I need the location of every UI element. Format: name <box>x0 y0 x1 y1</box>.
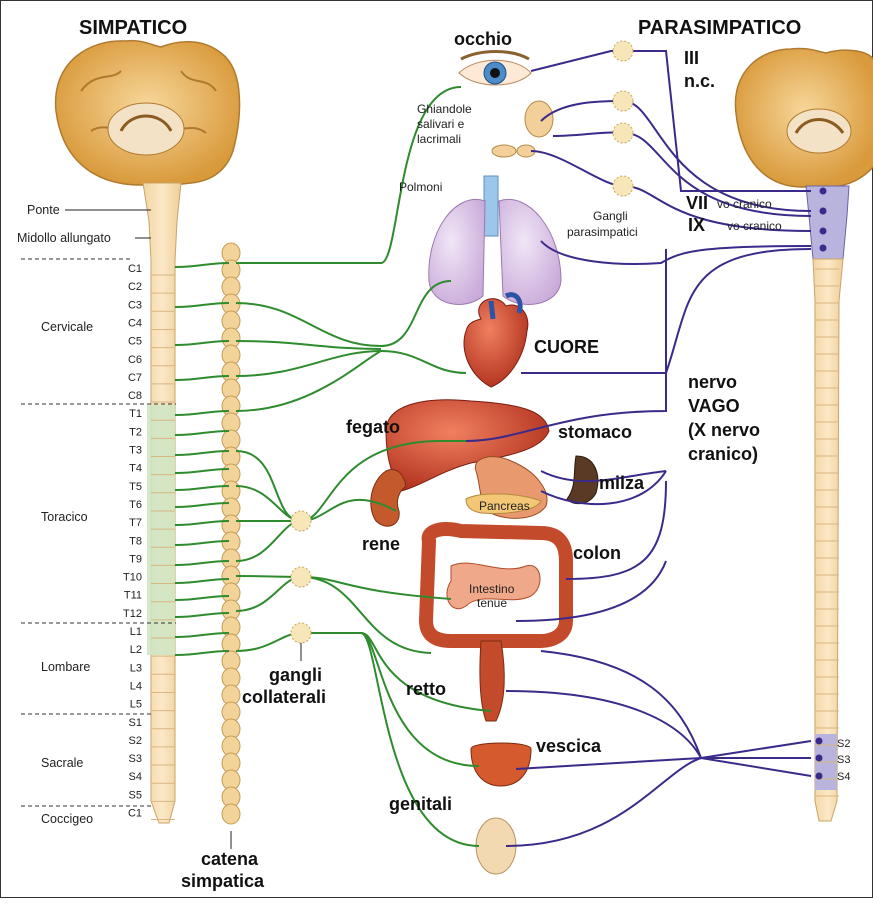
segment-labels: C1C2C3C4C5C6C7C8T1T2T3T4T5T6T7T8T9T10T11… <box>123 263 142 820</box>
bladder-icon <box>471 743 531 786</box>
sympathetic-chain <box>222 243 240 824</box>
right-sacral-s3: S3 <box>837 754 850 766</box>
region-lumbar: Lombare <box>41 660 90 674</box>
label-heart: CUORE <box>534 337 599 357</box>
segment-label: L1 <box>130 626 142 638</box>
segment-label: C4 <box>128 317 142 329</box>
region-cervical: Cervicale <box>41 320 93 334</box>
segment-label: C1 <box>128 808 142 820</box>
segment-label: S2 <box>129 735 142 747</box>
region-coccygeal: Coccigeo <box>41 812 93 826</box>
label-cn-vii: VII <box>686 193 708 213</box>
ganglion-node-superior-mesenteric <box>291 567 311 587</box>
label-vagus-3: (X nervo <box>688 420 760 440</box>
medulla-label: Midollo allungato <box>17 231 111 245</box>
segment-label: L5 <box>130 699 142 711</box>
segment-label: C2 <box>128 281 142 293</box>
label-glands-2: salivari e <box>417 117 465 131</box>
segment-label: S1 <box>129 717 142 729</box>
label-vagus-1: nervo <box>688 372 737 392</box>
label-cn-ix: IX <box>688 215 705 235</box>
left-spinal-cord <box>143 183 181 823</box>
label-cn-iii: III <box>684 48 699 68</box>
title-parasympathetic: PARASIMPATICO <box>638 17 801 39</box>
segment-label: T3 <box>129 445 142 457</box>
ganglion-node-inferior-mesenteric <box>291 623 311 643</box>
region-sacral: Sacrale <box>41 756 83 770</box>
rectum-icon <box>480 641 504 721</box>
ganglion-node-ciliary <box>613 41 633 61</box>
segment-label: T5 <box>129 481 142 493</box>
title-sympathetic: SIMPATICO <box>79 17 187 39</box>
segment-label: C3 <box>128 299 142 311</box>
label-collateral-ganglia-2: collaterali <box>242 687 326 707</box>
segment-label: C6 <box>128 354 142 366</box>
ganglion-node-celiac <box>291 511 311 531</box>
label-glands-3: lacrimali <box>417 132 461 146</box>
heart-icon <box>464 295 528 387</box>
ganglion-node-submandibular <box>613 123 633 143</box>
label-cn-ix-sub: vo cranico <box>727 219 782 233</box>
right-sacral-s4: S4 <box>837 771 850 783</box>
segment-label: L4 <box>130 680 142 692</box>
label-cn-vii-sub: vo cranico <box>717 197 772 211</box>
segment-label: C5 <box>128 336 142 348</box>
left-brain <box>56 41 240 185</box>
region-thoracic: Toracico <box>41 510 88 524</box>
segment-label: T12 <box>123 608 142 620</box>
label-kidney: rene <box>362 534 400 554</box>
label-stomach: stomaco <box>558 422 632 442</box>
kidney-icon <box>371 470 406 527</box>
label-genitals: genitali <box>389 794 452 814</box>
label-vagus-4: cranico) <box>688 444 758 464</box>
label-eye: occhio <box>454 29 512 49</box>
chain-label-2: simpatica <box>181 871 265 891</box>
label-lungs: Polmoni <box>399 180 442 194</box>
right-sacral-s2: S2 <box>837 738 850 750</box>
label-collateral-ganglia-1: gangli <box>269 665 322 685</box>
segment-label: T6 <box>129 499 142 511</box>
label-bladder: vescica <box>536 736 602 756</box>
segment-label: S5 <box>129 789 142 801</box>
segment-label: T2 <box>129 426 142 438</box>
segment-label: S3 <box>129 753 142 765</box>
segment-label: C8 <box>128 390 142 402</box>
segment-label: T10 <box>123 572 142 584</box>
segment-label: T9 <box>129 553 142 565</box>
label-vagus-2: VAGO <box>688 396 740 416</box>
chain-ganglion <box>222 804 240 824</box>
label-parasympathetic-ganglia-2: parasimpatici <box>567 225 638 239</box>
segment-label: C1 <box>128 263 142 275</box>
ganglion-node-otic <box>613 176 633 196</box>
segment-label: T1 <box>129 408 142 420</box>
ganglion-node-pterygopalatine <box>613 91 633 111</box>
label-liver: fegato <box>346 417 400 437</box>
label-intestine-1: Intestino <box>469 582 515 596</box>
label-parasympathetic-ganglia-1: Gangli <box>593 209 628 223</box>
label-spleen: milza <box>599 473 645 493</box>
segment-label: T11 <box>124 590 142 602</box>
label-glands-1: Ghiandole <box>417 102 472 116</box>
thoracolumbar-band <box>147 405 175 655</box>
segment-label: C7 <box>128 372 142 384</box>
label-cn-iii-sub: n.c. <box>684 71 715 91</box>
eye-icon <box>459 52 531 86</box>
label-colon: colon <box>573 543 621 563</box>
segment-label: L3 <box>130 662 142 674</box>
salivary-gland-icon <box>492 101 553 157</box>
segment-label: S4 <box>129 771 142 783</box>
label-pancreas: Pancreas <box>479 499 530 513</box>
label-rectum: retto <box>406 679 446 699</box>
pons-label: Ponte <box>27 203 60 217</box>
segment-label: T4 <box>129 463 142 475</box>
label-intestine-2: tenue <box>477 596 507 610</box>
segment-label: L2 <box>130 644 142 656</box>
chain-label-1: catena <box>201 849 259 869</box>
lungs-icon <box>429 176 561 304</box>
segment-label: T8 <box>129 535 142 547</box>
segment-label: T7 <box>129 517 142 529</box>
